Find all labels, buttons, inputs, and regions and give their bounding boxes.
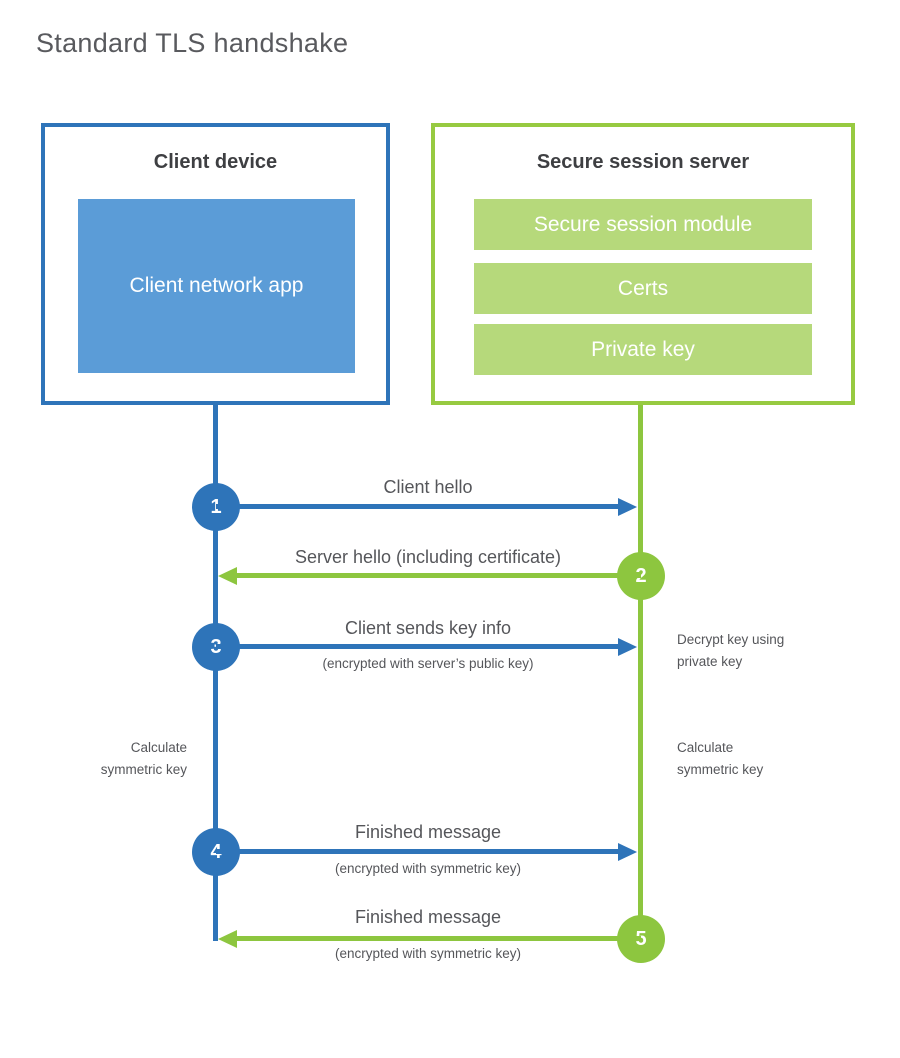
client-device-box: Client device Client network app (41, 123, 390, 405)
secure-session-server-box: Secure session server Secure session mod… (431, 123, 855, 405)
server-module-private-key: Private key (474, 324, 812, 375)
step-5-sublabel: (encrypted with symmetric key) (334, 946, 522, 961)
step-2-arrow (237, 573, 641, 578)
client-network-app-block: Client network app (78, 199, 355, 373)
step-3-sublabel: (encrypted with server’s public key) (322, 656, 534, 671)
server-lifeline (638, 405, 643, 939)
server-module-secure-session: Secure session module (474, 199, 812, 250)
step-5-label: Finished message (354, 907, 502, 927)
step-2-label: Server hello (including certificate) (294, 547, 562, 567)
step-4-label: Finished message (354, 822, 502, 842)
client-device-title: Client device (153, 151, 278, 173)
server-module-certs: Certs (474, 263, 812, 314)
step-4-arrow (216, 849, 618, 854)
page-title: Standard TLS handshake (36, 28, 349, 58)
note-calculate-symmetric-key-server: Calculate symmetric key (677, 740, 764, 777)
step-5-arrow (237, 936, 641, 941)
note-decrypt-key: Decrypt key using private key (677, 632, 785, 669)
step-3-arrow (216, 644, 618, 649)
step-1-label: Client hello (383, 477, 473, 497)
note-calculate-symmetric-key-client: Calculate symmetric key (100, 740, 187, 777)
client-network-app-label: Client network app (129, 273, 304, 297)
secure-session-server-title: Secure session server (536, 151, 750, 173)
step-1-arrow (216, 504, 618, 509)
step-4-sublabel: (encrypted with symmetric key) (334, 861, 522, 876)
step-3-label: Client sends key info (344, 618, 512, 638)
client-lifeline (213, 405, 218, 941)
